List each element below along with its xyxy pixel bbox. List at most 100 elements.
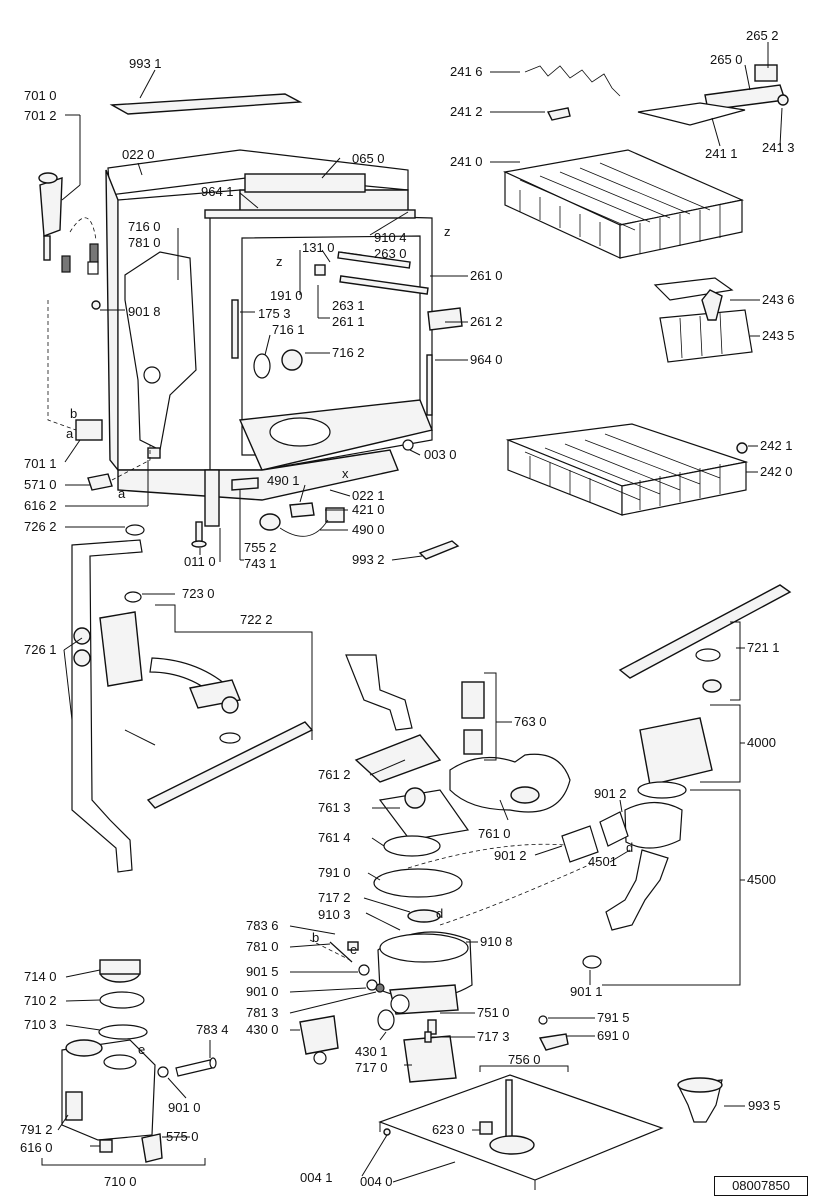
- sump-rim-910-3: [379, 933, 469, 963]
- screw-011-0: [195, 521, 203, 543]
- label-751-0: 751 0: [477, 1005, 510, 1020]
- label-901-5: 901 5: [246, 964, 279, 979]
- letter-e-a: e: [350, 942, 357, 957]
- label-616-2: 616 2: [24, 498, 57, 513]
- hub-722-2: [221, 696, 239, 714]
- bracket-721-1: [730, 621, 741, 701]
- letter-e-b: e: [138, 1042, 145, 1057]
- leader-lines: [57, 42, 783, 1183]
- letter-d-a: d: [436, 906, 443, 921]
- container-opening: [103, 1054, 137, 1070]
- valve-stem: [43, 235, 51, 261]
- label-714-0: 714 0: [24, 969, 57, 984]
- spray-arms-left: [71, 524, 792, 873]
- strip-263-0: [337, 251, 411, 269]
- base-tray-group: [378, 1074, 723, 1190]
- clamp-901-1: [582, 955, 602, 969]
- label-910-4: 910 4: [374, 230, 407, 245]
- label-263-1: 263 1: [332, 298, 365, 313]
- label-716-1: 716 1: [272, 322, 305, 337]
- label-781-3: 781 3: [246, 1005, 279, 1020]
- letter-b-a: b: [70, 406, 77, 421]
- label-701-1: 701 1: [24, 456, 57, 471]
- label-004-0: 004 0: [360, 1174, 393, 1189]
- hose-4500: [605, 849, 669, 931]
- label-691-0: 691 0: [597, 1028, 630, 1043]
- group-brackets: [41, 604, 741, 1166]
- wheel-242-1: [736, 442, 748, 454]
- cap-body-714-0: [99, 959, 141, 975]
- cup-4501: [624, 801, 683, 849]
- strainer-763-0: [461, 681, 485, 719]
- lower-basket-wires: [524, 433, 721, 510]
- letter-a-a: a: [66, 426, 74, 441]
- base-frame: [117, 449, 399, 501]
- spring-781-0-sump: [329, 941, 353, 963]
- label-131-0: 131 0: [302, 240, 335, 255]
- spray-nut-721-1: [702, 679, 722, 693]
- label-755-2: 755 2: [244, 540, 277, 555]
- letter-z-b: z: [444, 224, 451, 239]
- top-seal-strip: [109, 93, 303, 115]
- baskets-group: [503, 64, 789, 516]
- part-623-0: [479, 1121, 493, 1135]
- seal-726-2: [125, 524, 145, 536]
- label-241-0: 241 0: [450, 154, 483, 169]
- label-993-1: 993 1: [129, 56, 162, 71]
- label-003-0: 003 0: [424, 447, 457, 462]
- dashed-leader-d: [407, 843, 566, 869]
- bracket-710-0: [41, 1158, 206, 1166]
- label-4501: 4501: [588, 854, 617, 869]
- screw-004-1: [383, 1128, 391, 1136]
- seal-791-0: [373, 868, 463, 898]
- wire-490: [279, 519, 329, 537]
- part-421-0: [325, 507, 345, 523]
- motor-717-0: [403, 1035, 457, 1083]
- tray-004-0: [378, 1074, 664, 1181]
- fitting-791-2: [65, 1091, 83, 1121]
- bracket-763-0: [484, 672, 497, 761]
- pipe-upper: [345, 654, 413, 731]
- label-901-0: 901 0: [246, 984, 279, 999]
- ring-783-4: [209, 1057, 217, 1069]
- label-761-0: 761 0: [478, 826, 511, 841]
- spring-781-3: [375, 983, 385, 993]
- seal-716-1: [253, 353, 271, 379]
- pump-port-430-0: [313, 1051, 327, 1065]
- seal-901-2-b: [599, 811, 629, 847]
- rail-175-3: [231, 299, 239, 359]
- screw-head-011-0: [191, 540, 207, 548]
- label-261-2: 261 2: [470, 314, 503, 329]
- label-791-0: 791 0: [318, 865, 351, 880]
- spring-241-6: [524, 65, 621, 97]
- bracket-722-2: [155, 604, 313, 740]
- label-616-0: 616 0: [20, 1140, 53, 1155]
- pipe-port-a: [73, 627, 91, 645]
- rail-964-0: [426, 354, 433, 416]
- float-disc-756-0: [489, 1135, 535, 1155]
- label-065-0: 065 0: [352, 151, 385, 166]
- rail-964-1: [204, 209, 416, 219]
- pipe-726-1: [71, 539, 143, 873]
- pipe-port-b: [73, 649, 91, 667]
- spring-781-0-a: [61, 255, 71, 273]
- label-022-0: 022 0: [122, 147, 155, 162]
- label-710-0: 710 0: [104, 1174, 137, 1189]
- label-791-2: 791 2: [20, 1122, 53, 1137]
- clip-901-5: [358, 964, 370, 976]
- dashed-leader-b2: [309, 939, 351, 961]
- heater-4000: [639, 717, 713, 786]
- label-910-3: 910 3: [318, 907, 351, 922]
- label-011-0: 011 0: [184, 554, 216, 569]
- part-755-2: [231, 477, 259, 491]
- fitting-571-0: [87, 473, 113, 491]
- block-263-1: [314, 264, 326, 276]
- label-783-6: 783 6: [246, 918, 279, 933]
- label-4000: 4000: [747, 735, 776, 750]
- label-241-3: 241 3: [762, 140, 795, 155]
- clip-265-2: [754, 64, 778, 82]
- label-571-0: 571 0: [24, 477, 57, 492]
- sump-hole: [269, 417, 331, 447]
- pipe-783-4: [175, 1059, 213, 1077]
